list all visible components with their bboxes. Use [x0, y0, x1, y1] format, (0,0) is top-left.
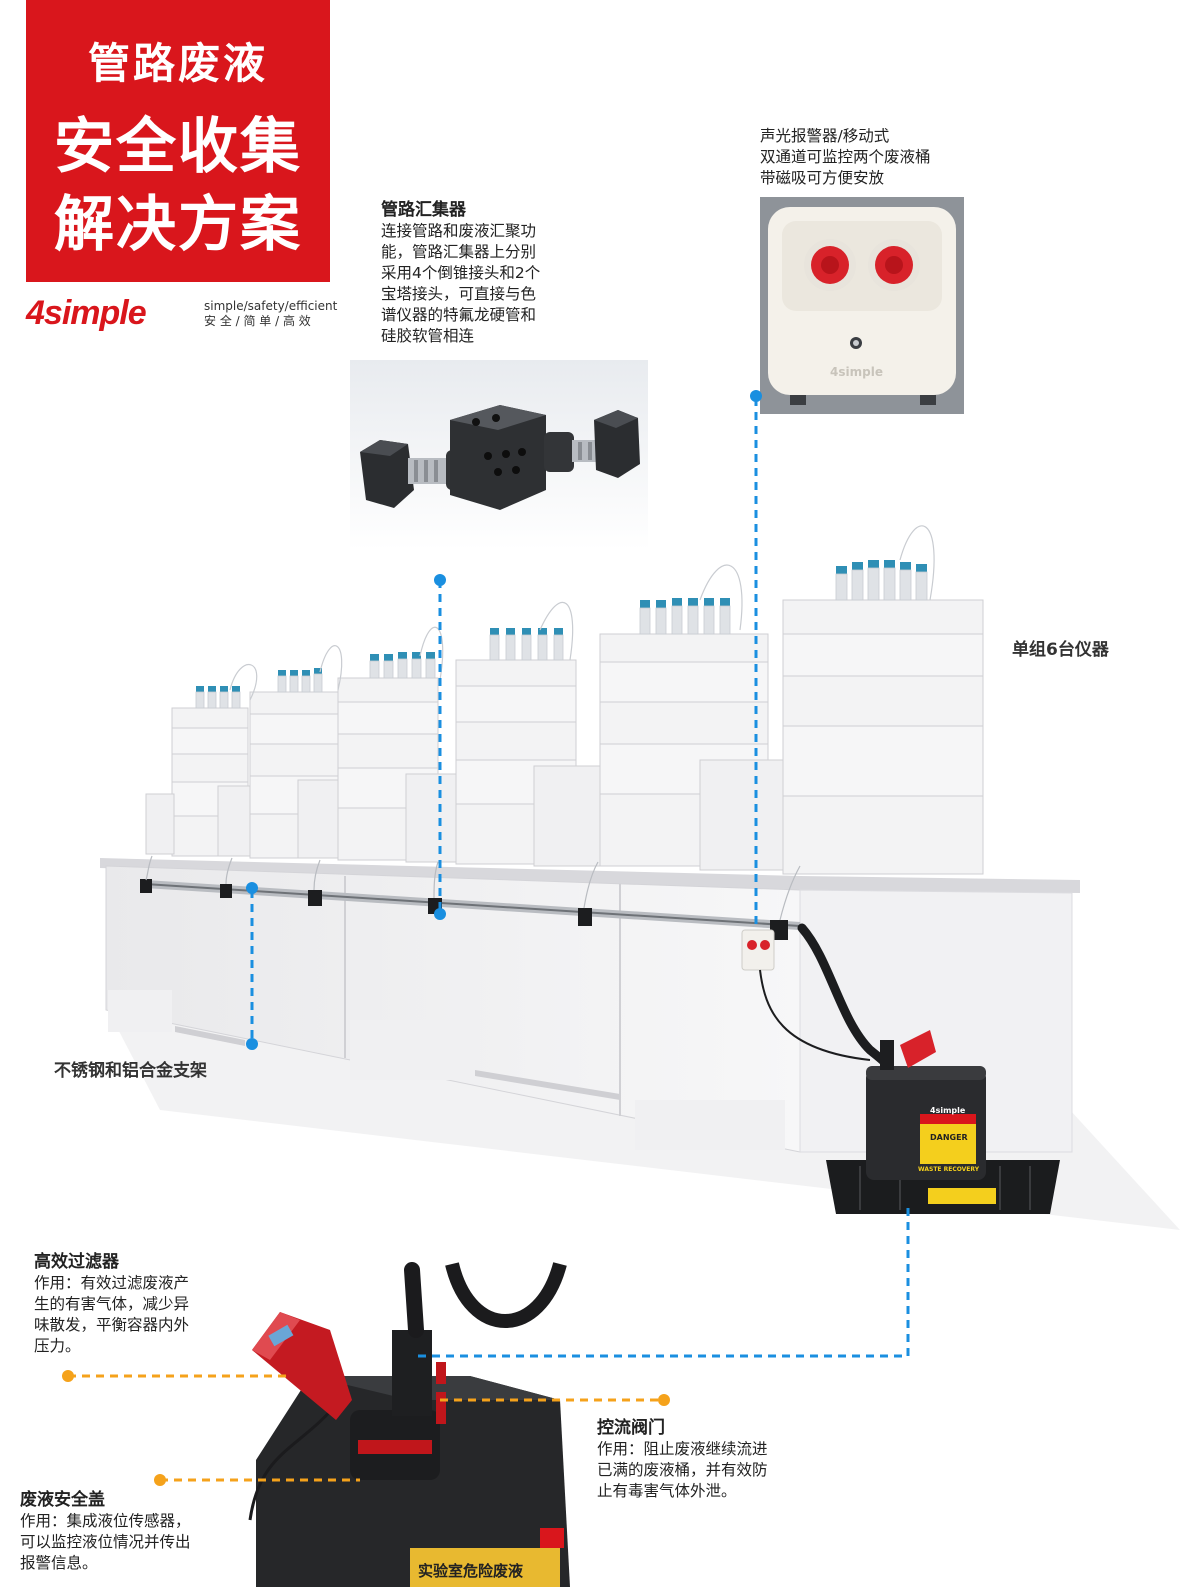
collector-image — [350, 360, 648, 550]
collector-heading: 管路汇集器 — [381, 200, 466, 220]
cap-line: 作用：集成液位传感器， — [20, 1512, 191, 1530]
alarm-line: 双通道可监控两个废液桶 — [760, 148, 931, 166]
alarm-description: 声光报警器/移动式 双通道可监控两个废液桶 带磁吸可方便安放 — [760, 126, 1000, 189]
collector-description: 管路汇集器 连接管路和废液汇聚功 能，管路汇集器上分别 采用4个倒锥接头和2个 … — [381, 200, 601, 347]
instrument-stack — [533, 633, 769, 867]
instruments-label: 单组6台仪器 — [1012, 640, 1109, 660]
alarm-line: 声光报警器/移动式 — [760, 127, 890, 145]
container-waste-label: WASTE RECOVERY — [918, 1166, 980, 1173]
alarm-device-brand: 4simple — [830, 365, 883, 379]
collector-line: 宝塔接头，可直接与色 — [381, 285, 537, 303]
cap-line: 可以监控液位情况并传出 — [20, 1533, 191, 1551]
filter-line: 作用：有效过滤废液产 — [34, 1274, 190, 1292]
title-line-1: 管路废液 — [87, 39, 268, 88]
valve-line: 已满的废液桶，并有效防 — [597, 1461, 768, 1479]
collector-line: 连接管路和废液汇聚功 — [381, 222, 537, 240]
valve-line: 止有毒害气体外泄。 — [597, 1482, 737, 1500]
container-detail-image — [248, 1262, 570, 1587]
container-big-label: 实验室危险废液 — [418, 1562, 524, 1580]
alarm-line: 带磁吸可方便安放 — [760, 169, 885, 187]
collector-line: 硅胶软管相连 — [381, 327, 475, 345]
title-line-3: 解决方案 — [54, 190, 302, 260]
valve-heading: 控流阀门 — [597, 1418, 665, 1438]
valve-line: 作用：阻止废液继续流进 — [597, 1440, 768, 1458]
filter-description: 高效过滤器 作用：有效过滤废液产 生的有害气体，减少异 味散发，平衡容器内外 压… — [34, 1252, 234, 1357]
slogan-cn: 安 全 / 简 单 / 高 效 — [204, 314, 311, 328]
collector-line: 能，管路汇集器上分别 — [381, 243, 537, 261]
brand-logo: 4simple — [26, 294, 147, 332]
instrument-stack — [699, 599, 984, 875]
support-label: 不锈钢和铝合金支架 — [54, 1061, 207, 1081]
filter-line: 味散发，平衡容器内外 — [34, 1316, 190, 1334]
container-danger-label: DANGER — [930, 1133, 968, 1142]
title-line-2: 安全收集 — [54, 112, 302, 182]
brand-slogan: simple/safety/efficient 安 全 / 简 单 / 高 效 — [204, 299, 337, 329]
alarm-device-image: 4simple — [760, 197, 964, 414]
cap-heading: 废液安全盖 — [20, 1490, 105, 1510]
filter-line: 压力。 — [34, 1337, 81, 1355]
leader-dot — [246, 390, 762, 1050]
valve-description: 控流阀门 作用：阻止废液继续流进 已满的废液桶，并有效防 止有毒害气体外泄。 — [597, 1418, 817, 1502]
slogan-en: simple/safety/efficient — [204, 299, 338, 313]
filter-line: 生的有害气体，减少异 — [34, 1295, 190, 1313]
container-brand: 4simple — [930, 1106, 966, 1115]
collector-line: 采用4个倒锥接头和2个 — [381, 264, 541, 282]
collector-line: 谱仪器的特氟龙硬管和 — [381, 306, 537, 324]
cap-line: 报警信息。 — [20, 1554, 98, 1572]
title-block: 管路废液 安全收集 解决方案 — [26, 0, 330, 282]
filter-heading: 高效过滤器 — [34, 1252, 119, 1272]
cap-description: 废液安全盖 作用：集成液位传感器， 可以监控液位情况并传出 报警信息。 — [20, 1490, 240, 1574]
